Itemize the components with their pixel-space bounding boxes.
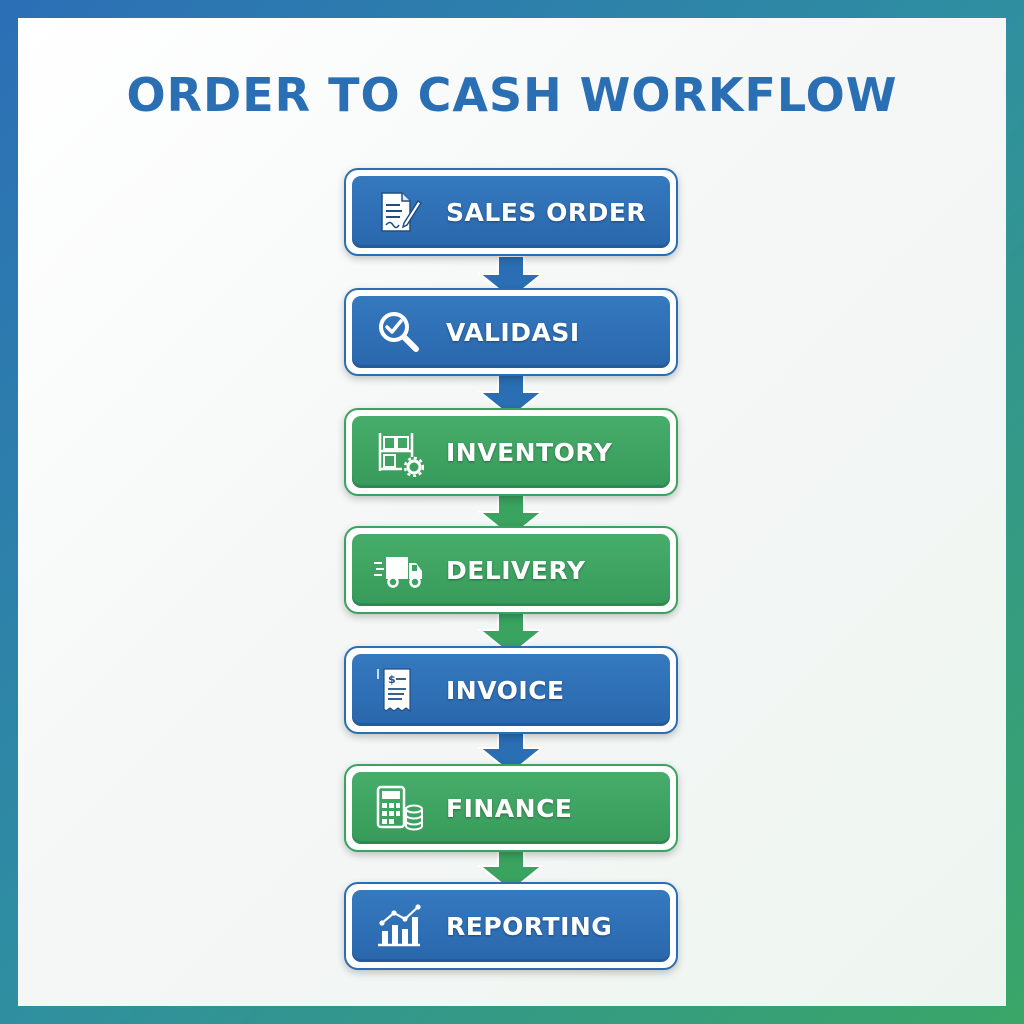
step-label: INVOICE [446,675,565,705]
delivery-truck-icon [374,545,424,595]
growth-chart-icon [374,901,424,951]
invoice-receipt-icon: $ [374,665,424,715]
step-label: DELIVERY [446,555,586,585]
page-title: ORDER TO CASH WORKFLOW [126,68,898,122]
step-finance[interactable]: FINANCE [344,764,678,852]
connector-arrow [477,374,545,418]
step-label: INVENTORY [446,437,613,467]
step-label: VALIDASI [446,317,580,347]
magnifier-check-icon [374,307,424,357]
step-invoice[interactable]: $ INVOICE [344,646,678,734]
calculator-coins-icon [374,783,424,833]
step-validasi[interactable]: VALIDASI [344,288,678,376]
step-sales-order[interactable]: SALES ORDER [344,168,678,256]
step-label: REPORTING [446,911,613,941]
svg-text:$: $ [388,673,396,686]
step-reporting[interactable]: REPORTING [344,882,678,970]
step-delivery[interactable]: DELIVERY [344,526,678,614]
step-inventory[interactable]: INVENTORY [344,408,678,496]
connector-arrow [477,494,545,538]
warehouse-shelf-gear-icon [374,427,424,477]
document-pen-icon [374,187,424,237]
step-label: FINANCE [446,793,573,823]
connector-arrow [477,612,545,656]
connector-arrow [477,256,545,300]
step-label: SALES ORDER [446,197,647,227]
